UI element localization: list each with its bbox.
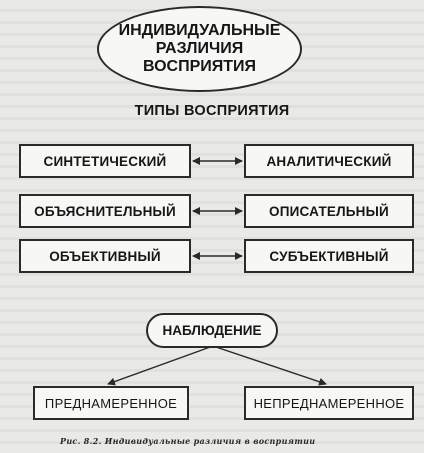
arrow-to-left-child [107,345,214,386]
type-box-explanatory: ОБЪЯСНИТЕЛЬНЫЙ [19,194,191,228]
unintentional-box: НЕПРЕДНАМЕРЕННОЕ [244,386,414,420]
arrow-to-right-child [212,345,327,386]
type-box-objective: ОБЪЕКТИВНЫЙ [19,239,191,273]
title-line-3: ВОСПРИЯТИЯ [142,58,257,75]
type-box-analytic: АНАЛИТИЧЕСКИЙ [244,144,414,178]
type-box-subjective: СУБЪЕКТИВНЫЙ [244,239,414,273]
intentional-box: ПРЕДНАМЕРЕННОЕ [33,386,189,420]
title-line-2: РАЗЛИЧИЯ [155,40,244,57]
type-box-descriptive: ОПИСАТЕЛЬНЫЙ [244,194,414,228]
observation-box: НАБЛЮДЕНИЕ [146,313,278,348]
type-box-synthetic: СИНТЕТИЧЕСКИЙ [19,144,191,178]
types-heading: ТИПЫ ВОСПРИЯТИЯ [134,103,290,119]
title-line-1: ИНДИВИДУАЛЬНЫЕ [118,22,281,39]
figure-caption: Рис. 8.2. Индивидуальные различия в восп… [60,436,316,446]
title-oval: ИНДИВИДУАЛЬНЫЕ РАЗЛИЧИЯ ВОСПРИЯТИЯ [97,6,302,92]
